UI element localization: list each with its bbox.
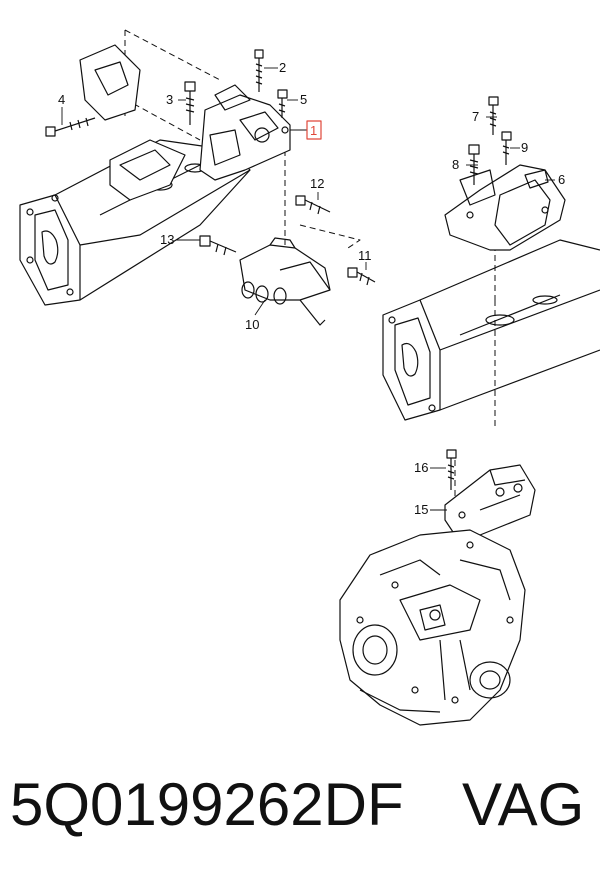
bolt-part-11 (347, 267, 376, 286)
right-subframe-rail (382, 239, 600, 421)
bolt-part-16 (446, 449, 457, 490)
callout-8: 8 (452, 157, 459, 172)
exploded-parts-diagram: 1 2 3 4 5 6 7 8 9 10 11 12 13 15 16 (19, 29, 600, 726)
callout-11: 11 (358, 248, 372, 263)
callout-16: 16 (414, 460, 428, 475)
bolt-part-2 (254, 49, 264, 92)
callout-9: 9 (521, 140, 528, 155)
callout-2: 2 (279, 60, 286, 75)
callout-labels: 1 2 3 4 5 6 7 8 9 10 11 12 13 15 16 (58, 60, 565, 517)
leader-lines (61, 67, 555, 511)
gearbox-assembly (339, 529, 526, 726)
bolt-part-9 (501, 131, 512, 165)
bolt-part-8 (468, 144, 480, 185)
callout-6: 6 (558, 172, 565, 187)
callout-1-highlight (306, 120, 322, 140)
callout-13: 13 (160, 232, 174, 247)
bracket-part-15 (444, 464, 536, 536)
bolt-part-12 (295, 195, 331, 215)
callout-5: 5 (300, 92, 307, 107)
bolt-part-5 (277, 89, 288, 118)
left-mount-bracket (79, 44, 186, 201)
bolt-part-7 (488, 96, 499, 135)
callout-15: 15 (414, 502, 428, 517)
callout-10: 10 (245, 317, 259, 332)
pendulum-support-part-10 (239, 237, 331, 326)
engine-mount-part-1 (199, 84, 291, 181)
part-number-text: 5Q0199262DF (10, 771, 404, 838)
bolt-part-4 (45, 117, 96, 137)
callout-3: 3 (166, 92, 173, 107)
brand-text: VAG (462, 771, 585, 838)
transmission-mount-part-6 (444, 164, 566, 251)
callout-4: 4 (58, 92, 65, 107)
bolt-part-3 (184, 81, 196, 125)
bolt-part-13 (199, 235, 237, 256)
callout-1: 1 (310, 123, 317, 138)
callout-12: 12 (310, 176, 324, 191)
callout-7: 7 (472, 109, 479, 124)
